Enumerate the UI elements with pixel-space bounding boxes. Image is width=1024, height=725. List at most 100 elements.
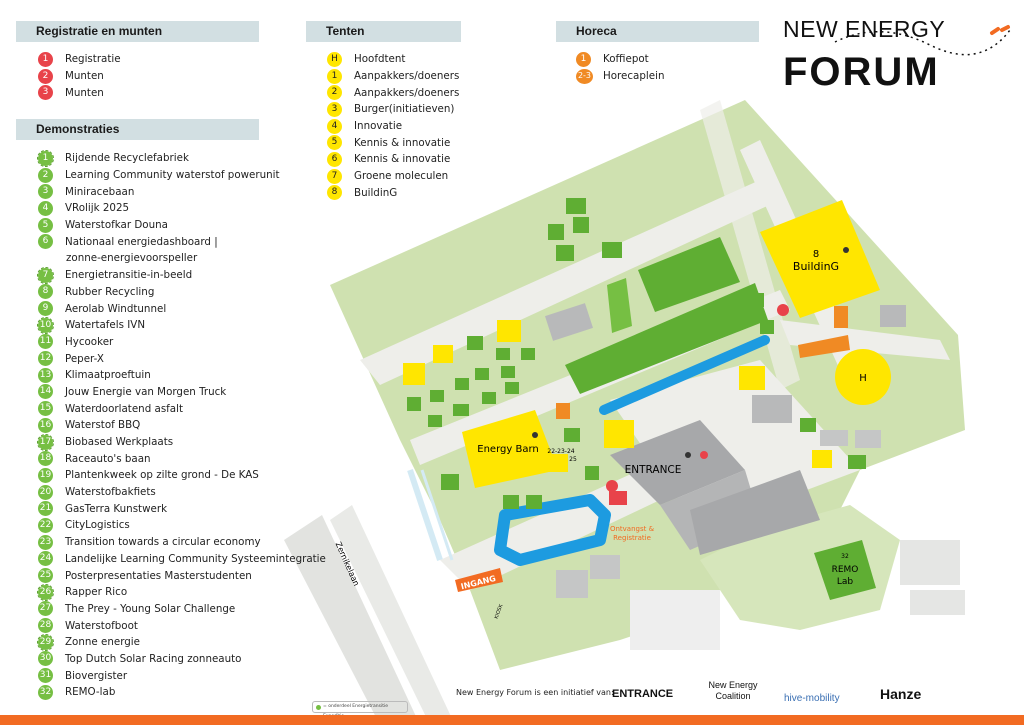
tent-5[interactable] [548,454,568,472]
field-12[interactable] [607,278,632,333]
toilet-icon [685,452,691,458]
remo-lab[interactable] [814,540,876,600]
horeca-3[interactable] [798,335,850,358]
legend-number-badge: 11 [38,334,53,350]
demo-6b[interactable] [521,348,535,360]
legend-label: Aanpakkers/doeners [354,86,460,99]
demo-30[interactable] [800,418,816,432]
demo-28[interactable] [526,495,542,509]
legend-label: Registratie [65,53,121,66]
demonstraties-header: Demonstraties [16,119,259,140]
demo-5[interactable] [475,368,489,380]
demo-7b[interactable] [407,397,421,411]
water-channel [599,335,770,415]
legend-label: Hycooker [65,335,114,348]
entrance-building [610,420,745,505]
logo-line-1: NEW ENERGY [783,16,946,42]
tent-3[interactable] [497,320,521,342]
demo-14[interactable] [566,198,586,214]
legend-number-badge: 1 [576,51,591,67]
munten-2-marker[interactable] [606,480,618,492]
demo-26[interactable] [441,474,459,490]
ingang-sign [455,568,503,592]
legend-label: Kennis & innovatie [354,136,451,149]
building-g-label: BuildinG [793,260,839,273]
path [440,470,660,590]
demo-squares[interactable] [407,198,866,509]
demo-11[interactable] [505,382,519,394]
demo-17[interactable] [602,242,622,258]
demo-16b[interactable] [556,245,574,261]
demo-16[interactable] [548,224,564,240]
demo-19[interactable] [750,293,764,307]
demo-6[interactable] [496,348,510,360]
tent-1[interactable] [739,366,765,390]
legend-label: Jouw Energie van Morgen Truck [65,385,227,398]
field-13b[interactable] [565,283,768,394]
legend-number-badge: 28 [38,618,53,634]
tent-4[interactable] [403,363,425,385]
horeca-2[interactable] [834,306,848,328]
munten-3-marker[interactable] [777,304,789,316]
legend-label: Raceauto's baan [65,452,151,465]
demo-29[interactable] [585,466,599,480]
logo-line-2: FORUM [783,50,940,94]
building [556,570,588,598]
demo-15[interactable] [573,217,589,233]
toilet-icon [532,432,538,438]
remo-label-1: REMO [832,565,859,575]
small-tents[interactable] [403,320,832,472]
legend-label: The Prey - Young Solar Challenge [65,602,236,615]
demo-21[interactable] [564,428,580,442]
demo-27[interactable] [503,495,519,509]
sponsor-new-energy: New Energy Coalition [708,680,758,701]
legend-number-badge: 9 [38,301,53,317]
legend-label: Rijdende Recyclefabriek [65,152,189,165]
legend-number-badge: 1 [327,68,342,84]
legend-label: Peper-X [65,352,104,365]
hoofdtent-circle[interactable] [835,349,891,405]
tent-2[interactable] [604,420,634,448]
legend-label: Landelijke Learning Community Systeemint… [65,552,326,565]
demo-3[interactable] [455,378,469,390]
legend-label: Munten [65,70,104,83]
legend-label: Zonne energie [65,636,140,649]
demo-9[interactable] [453,404,469,416]
water-channel [420,469,454,561]
tent-6[interactable] [433,345,453,363]
sponsor-hive-mobility: hive-mobility [784,693,840,704]
demo-8b[interactable] [428,415,442,427]
demo-10[interactable] [482,392,496,404]
tent-7[interactable] [812,450,832,468]
legend-number-badge: 18 [38,451,53,467]
demo-31[interactable] [848,455,866,469]
legend-number-badge: 27 [38,601,53,617]
registratie-1-marker[interactable] [609,491,627,505]
horeca-1-koffiepot[interactable] [556,403,570,419]
legend-label: Waterstof BBQ [65,419,141,432]
legend-number-badge: 8 [38,284,53,300]
building-g-tent[interactable] [760,200,880,318]
energy-barn-tent[interactable] [462,410,558,488]
legend-number-badge: 1 [37,149,54,167]
building [820,430,848,446]
remo-num: 32 [841,553,849,560]
demo-7[interactable] [501,366,515,378]
field-13[interactable] [638,237,740,312]
demo-8[interactable] [430,390,444,402]
demo-4[interactable] [467,336,483,350]
demo-20[interactable] [760,320,774,334]
legend-label: Waterstofboot [65,619,138,632]
